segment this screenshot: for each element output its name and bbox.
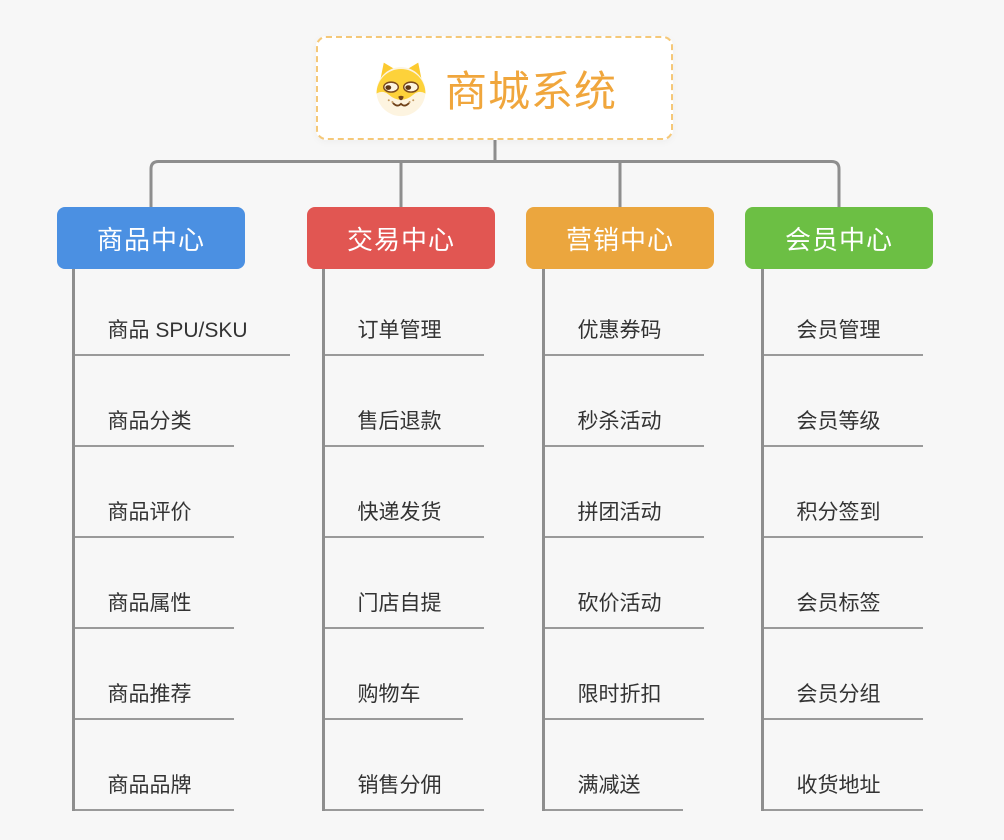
leaf-node[interactable]: 会员分组 bbox=[763, 680, 923, 720]
leaf-node[interactable]: 商品品牌 bbox=[74, 771, 234, 811]
leaf-node[interactable]: 商品分类 bbox=[74, 407, 234, 447]
branch-label: 商品中心 bbox=[96, 224, 205, 255]
root-node[interactable]: 商城系统 bbox=[316, 36, 673, 140]
leaf-node[interactable]: 砍价活动 bbox=[544, 589, 704, 629]
leaf-node[interactable]: 商品 SPU/SKU bbox=[74, 316, 290, 356]
branch-node-member-center[interactable]: 会员中心 bbox=[745, 207, 933, 269]
leaf-node[interactable]: 销售分佣 bbox=[324, 771, 484, 811]
branch-node-marketing-center[interactable]: 营销中心 bbox=[526, 207, 714, 269]
branch-children-product: 商品 SPU/SKU 商品分类 商品评价 商品属性 商品推荐 商品品牌 bbox=[71, 269, 290, 811]
branch-children-marketing: 优惠券码 秒杀活动 拼团活动 砍价活动 限时折扣 满减送 bbox=[541, 269, 704, 811]
leaf-node[interactable]: 快递发货 bbox=[324, 498, 484, 538]
branch-label: 会员中心 bbox=[784, 224, 893, 255]
bus-line bbox=[149, 160, 841, 207]
branch-node-product-center[interactable]: 商品中心 bbox=[57, 207, 245, 269]
leaf-node[interactable]: 收货地址 bbox=[763, 771, 923, 811]
leaf-node[interactable]: 满减送 bbox=[544, 771, 683, 811]
leaf-node[interactable]: 拼团活动 bbox=[544, 498, 704, 538]
leaf-node[interactable]: 订单管理 bbox=[324, 316, 484, 356]
leaf-node[interactable]: 商品属性 bbox=[74, 589, 234, 629]
leaf-node[interactable]: 商品推荐 bbox=[74, 680, 234, 720]
root-title: 商城系统 bbox=[444, 67, 617, 115]
branch-node-trade-center[interactable]: 交易中心 bbox=[307, 207, 495, 269]
branch-label: 营销中心 bbox=[565, 224, 674, 255]
leaf-node[interactable]: 秒杀活动 bbox=[544, 407, 704, 447]
leaf-node[interactable]: 优惠券码 bbox=[544, 316, 704, 356]
leaf-node[interactable]: 会员管理 bbox=[763, 316, 923, 356]
leaf-node[interactable]: 限时折扣 bbox=[544, 680, 704, 720]
leaf-node[interactable]: 售后退款 bbox=[324, 407, 484, 447]
leaf-node[interactable]: 积分签到 bbox=[763, 498, 923, 538]
leaf-node[interactable]: 会员等级 bbox=[763, 407, 923, 447]
leaf-node[interactable]: 会员标签 bbox=[763, 589, 923, 629]
shiba-dog-icon bbox=[372, 59, 430, 117]
leaf-node[interactable]: 商品评价 bbox=[74, 498, 234, 538]
branch-children-member: 会员管理 会员等级 积分签到 会员标签 会员分组 收货地址 bbox=[760, 269, 923, 811]
branch-children-trade: 订单管理 售后退款 快递发货 门店自提 购物车 销售分佣 bbox=[321, 269, 484, 811]
leaf-node[interactable]: 门店自提 bbox=[324, 589, 484, 629]
leaf-node[interactable]: 购物车 bbox=[324, 680, 463, 720]
branch-label: 交易中心 bbox=[346, 224, 455, 255]
